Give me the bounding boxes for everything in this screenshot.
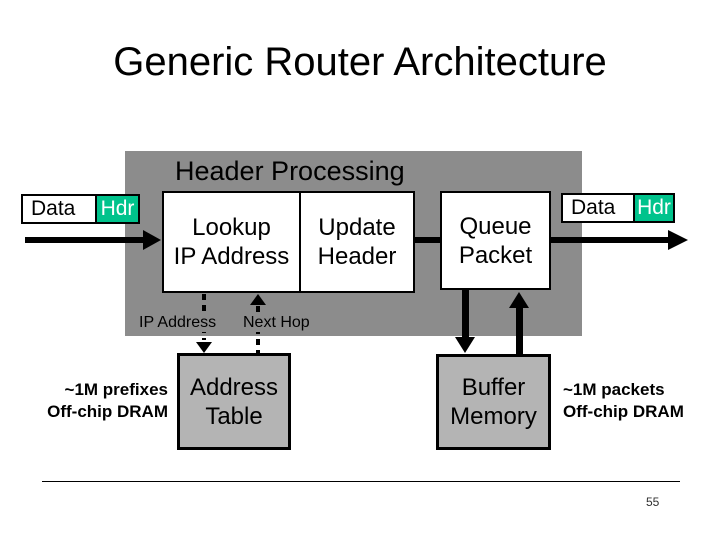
header-processing-label: Header Processing (175, 156, 405, 186)
buffer-memory-note-line2: Off-chip DRAM (563, 402, 684, 421)
packet-out-hdr-cell: Hdr (633, 195, 673, 221)
ingress-arrow-shaft (25, 237, 145, 243)
queue-packet-box: Queue Packet (440, 191, 551, 290)
address-table-box: Address Table (177, 353, 291, 450)
egress-arrow-head-icon (668, 230, 688, 250)
slide-title: Generic Router Architecture (113, 40, 607, 84)
queue-line2: Packet (458, 241, 533, 269)
egress-arrow-shaft (550, 237, 670, 243)
packet-in-hdr-cell: Hdr (95, 196, 138, 222)
address-table-line2: Table (205, 402, 263, 430)
packet-out-data-cell: Data (563, 195, 633, 221)
address-table-note-line2: Off-chip DRAM (47, 402, 168, 421)
update-header-box: Update Header (299, 191, 415, 293)
lookup-line1: Lookup (192, 214, 271, 241)
ip-address-signal-label: IP Address (137, 314, 219, 332)
buffer-to-queue-arrow-head-icon (509, 292, 529, 308)
packet-out: Data Hdr (561, 193, 675, 223)
ip-address-arrowhead-icon (196, 342, 212, 353)
address-table-line1: Address (189, 373, 279, 401)
buffer-memory-note: ~1M packets Off-chip DRAM (563, 379, 684, 423)
lookup-line2: IP Address (173, 243, 290, 270)
buffer-memory-line1: Buffer (461, 374, 526, 401)
footer-divider (42, 481, 680, 482)
update-line2: Header (317, 243, 397, 270)
update-to-queue-connector (413, 237, 441, 243)
packet-in-data-cell: Data (23, 196, 95, 222)
address-table-note: ~1M prefixes Off-chip DRAM (20, 379, 168, 423)
address-table-note-line1: ~1M prefixes (64, 380, 168, 399)
packet-in: Data Hdr (21, 194, 140, 224)
queue-line1: Queue (459, 212, 532, 240)
queue-to-buffer-arrow-shaft (462, 290, 469, 338)
next-hop-arrowhead-icon (250, 294, 266, 305)
next-hop-signal-label: Next Hop (241, 314, 312, 332)
buffer-memory-note-line1: ~1M packets (563, 380, 665, 399)
ingress-arrow-head-icon (143, 230, 161, 250)
queue-to-buffer-arrow-head-icon (455, 337, 475, 353)
buffer-memory-line2: Memory (450, 403, 537, 430)
update-line1: Update (318, 214, 396, 241)
lookup-ip-address-box: Lookup IP Address (162, 191, 301, 293)
page-number: 55 (646, 495, 660, 509)
buffer-memory-box: Buffer Memory (436, 354, 551, 450)
buffer-to-queue-arrow-shaft (516, 306, 523, 354)
